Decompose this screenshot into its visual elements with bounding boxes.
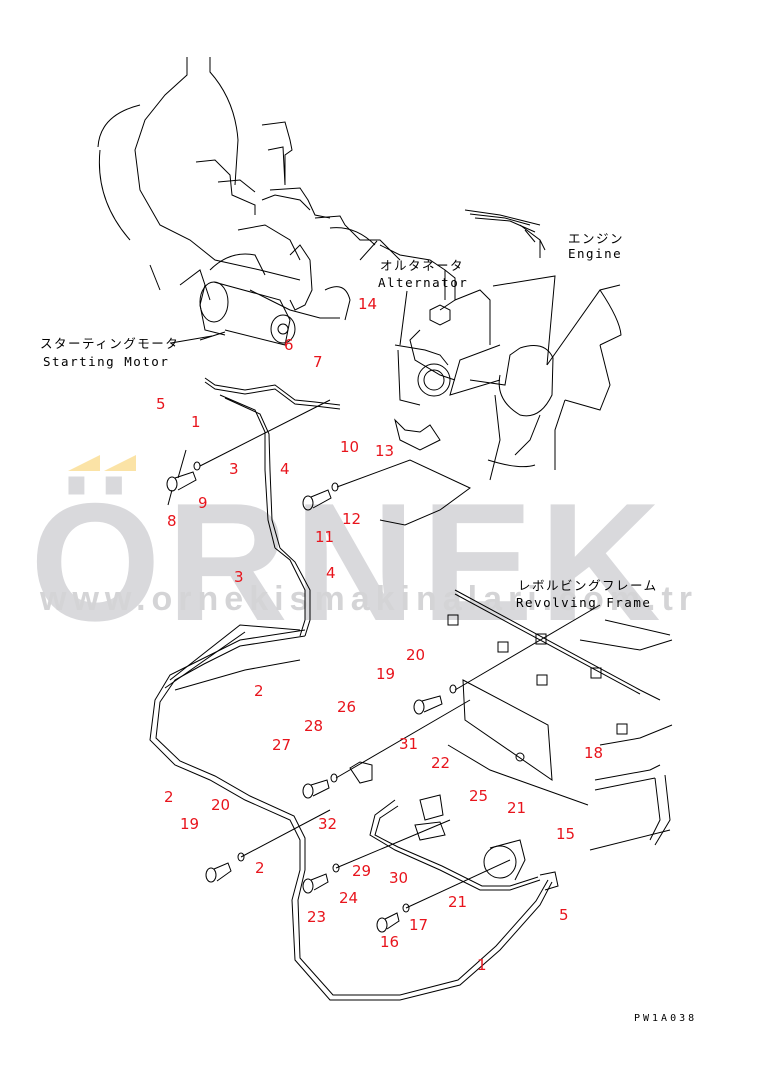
part-number-callout: 1 xyxy=(191,413,201,431)
part-number-callout: 3 xyxy=(234,568,244,586)
hardware-drawing xyxy=(166,399,601,933)
part-number-callout: 7 xyxy=(313,353,323,371)
part-number-callout: 5 xyxy=(559,906,569,924)
part-number-callout: 19 xyxy=(376,665,396,683)
part-number-callout: 12 xyxy=(342,510,362,528)
part-number-callout: 21 xyxy=(448,893,468,911)
part-number-callout: 28 xyxy=(304,717,324,735)
relay-components-drawing xyxy=(349,761,559,891)
part-number-callout: 20 xyxy=(406,646,426,664)
engine-label-en: Engine xyxy=(568,246,623,261)
part-number-callout: 22 xyxy=(431,754,451,772)
battery-cable-drawing xyxy=(149,377,553,1001)
part-number-callout: 2 xyxy=(164,788,174,806)
drawing-code: PW1A038 xyxy=(634,1013,698,1024)
part-number-callout: 2 xyxy=(254,682,264,700)
revolving-frame-label-en: Revolving Frame xyxy=(516,595,652,610)
starting-motor-label-jp: スターティングモータ xyxy=(40,336,180,351)
part-number-callout: 21 xyxy=(507,799,527,817)
part-number-callout: 2 xyxy=(255,859,265,877)
part-number-callout: 10 xyxy=(340,438,360,456)
part-number-callout: 30 xyxy=(389,869,409,887)
part-number-callout: 24 xyxy=(339,889,359,907)
part-number-callout: 5 xyxy=(156,395,166,413)
part-number-callout: 6 xyxy=(284,336,294,354)
starting-motor-label-en: Starting Motor xyxy=(43,354,170,369)
part-number-callout: 25 xyxy=(469,787,489,805)
starting-motor-drawing xyxy=(199,281,296,346)
part-number-callout: 9 xyxy=(198,494,208,512)
part-number-callout: 13 xyxy=(375,442,395,460)
part-number-callout: 18 xyxy=(584,744,604,762)
part-number-callout: 20 xyxy=(211,796,231,814)
part-number-callout: 23 xyxy=(307,908,327,926)
engine-label-jp: エンジン xyxy=(568,231,625,246)
part-number-callout: 1 xyxy=(477,956,487,974)
part-number-callout: 29 xyxy=(352,862,372,880)
revolving-frame-label-jp: レボルビングフレーム xyxy=(518,578,658,593)
alternator-label-en: Alternator xyxy=(378,275,469,290)
part-number-callout: 8 xyxy=(167,512,177,530)
revolving-frame-drawing xyxy=(447,589,673,851)
part-number-callout: 17 xyxy=(409,916,429,934)
part-number-callout: 15 xyxy=(556,825,576,843)
part-number-callout: 26 xyxy=(337,698,357,716)
alternator-label-jp: オルタネータ xyxy=(380,258,465,273)
watermark-accent-right xyxy=(104,455,136,471)
part-number-callout: 32 xyxy=(318,815,338,833)
part-number-callout: 31 xyxy=(399,735,419,753)
watermark-brand: ÖRNEK xyxy=(30,468,667,656)
watermark-accent-left xyxy=(68,455,100,471)
watermark-url: www.ornekismakinalari.com.tr xyxy=(40,580,699,618)
part-number-callout: 19 xyxy=(180,815,200,833)
label-pointers xyxy=(170,240,408,346)
part-number-callout: 14 xyxy=(358,295,378,313)
part-number-callout: 11 xyxy=(315,528,335,546)
part-number-callout: 27 xyxy=(272,736,292,754)
part-number-callout: 16 xyxy=(380,933,400,951)
part-number-callout: 4 xyxy=(326,564,336,582)
part-number-callout: 3 xyxy=(229,460,239,478)
part-number-callout: 4 xyxy=(280,460,290,478)
engine-drawing xyxy=(97,57,622,481)
